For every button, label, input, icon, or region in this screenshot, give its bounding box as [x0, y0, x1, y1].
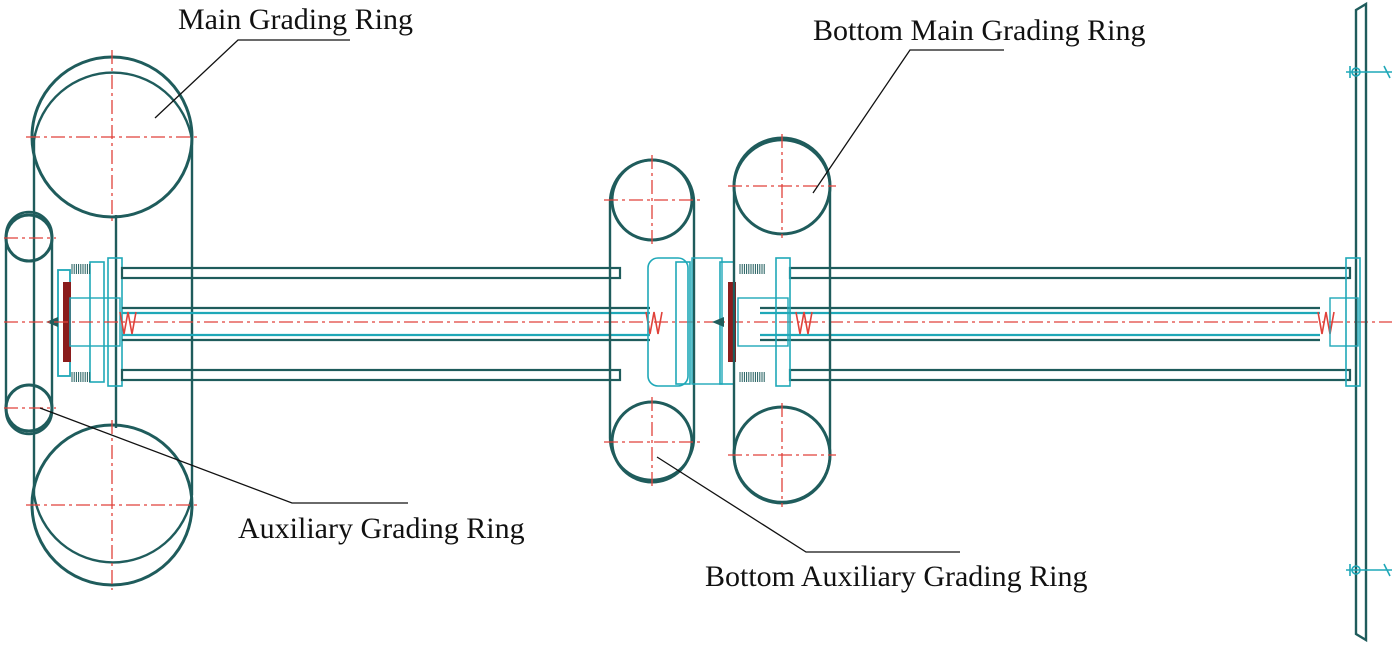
middle-lower-springs	[739, 372, 765, 382]
middle-coupling	[647, 257, 791, 387]
tower-end-clamp	[1329, 297, 1359, 347]
right-tube-upper-wall	[788, 266, 1352, 280]
auxiliary-grading-ring	[4, 210, 56, 436]
insulator-tubes	[4, 266, 1392, 382]
main-grading-ring-leader	[154, 39, 350, 119]
middle-coupling-tip	[712, 317, 724, 327]
left-fitting-tip	[46, 317, 58, 327]
tower-lower-bracket	[1346, 563, 1392, 577]
tower-end-fitting	[1329, 1, 1392, 643]
bottom-auxiliary-grading-ring-leader	[656, 456, 960, 553]
middle-upper-springs	[739, 264, 765, 274]
right-tube-lower-wall	[788, 368, 1352, 382]
tower-upper-bolt	[1351, 67, 1361, 77]
main-grading-ring	[26, 50, 200, 590]
main-grading-ring-label: Main Grading Ring	[178, 3, 413, 36]
auxiliary-grading-ring-leader	[39, 407, 408, 504]
leader-lines	[39, 39, 1004, 553]
tower-upper-bracket	[1346, 65, 1392, 79]
tower-lower-bolt	[1351, 565, 1361, 575]
middle-coupling-shield	[728, 282, 736, 362]
bottom-auxiliary-grading-ring	[604, 155, 700, 487]
right-coil-mark	[795, 311, 813, 335]
left-fitting-upper-springs	[71, 264, 91, 274]
left-fitting-lower-springs	[71, 372, 91, 382]
left-tube-upper-wall	[120, 266, 622, 280]
end-coil-mark	[1317, 311, 1335, 335]
aux-ring-outline	[4, 210, 54, 436]
tower-end-flange	[1345, 257, 1361, 387]
left-coil-mark	[119, 311, 137, 335]
bottom-main-grading-ring	[728, 134, 836, 507]
tower-crossarm	[1354, 1, 1368, 643]
middle-coupling-flange-left	[675, 261, 691, 385]
middle-coupling-end-cap	[775, 257, 791, 387]
main-ring-side-lines	[32, 140, 194, 495]
main-ring-end-caps	[32, 71, 194, 564]
bottom-main-grading-ring-leader	[812, 49, 1004, 194]
bottom-auxiliary-grading-ring-label: Bottom Auxiliary Grading Ring	[705, 560, 1088, 593]
left-tube-lower-wall	[120, 368, 622, 382]
middle-coupling-clamp	[737, 297, 789, 347]
bottom-main-grading-ring-label: Bottom Main Grading Ring	[813, 14, 1146, 47]
auxiliary-grading-ring-label: Auxiliary Grading Ring	[238, 512, 525, 545]
left-fitting-clamp	[69, 297, 121, 347]
middle-coupling-housing	[647, 257, 689, 387]
